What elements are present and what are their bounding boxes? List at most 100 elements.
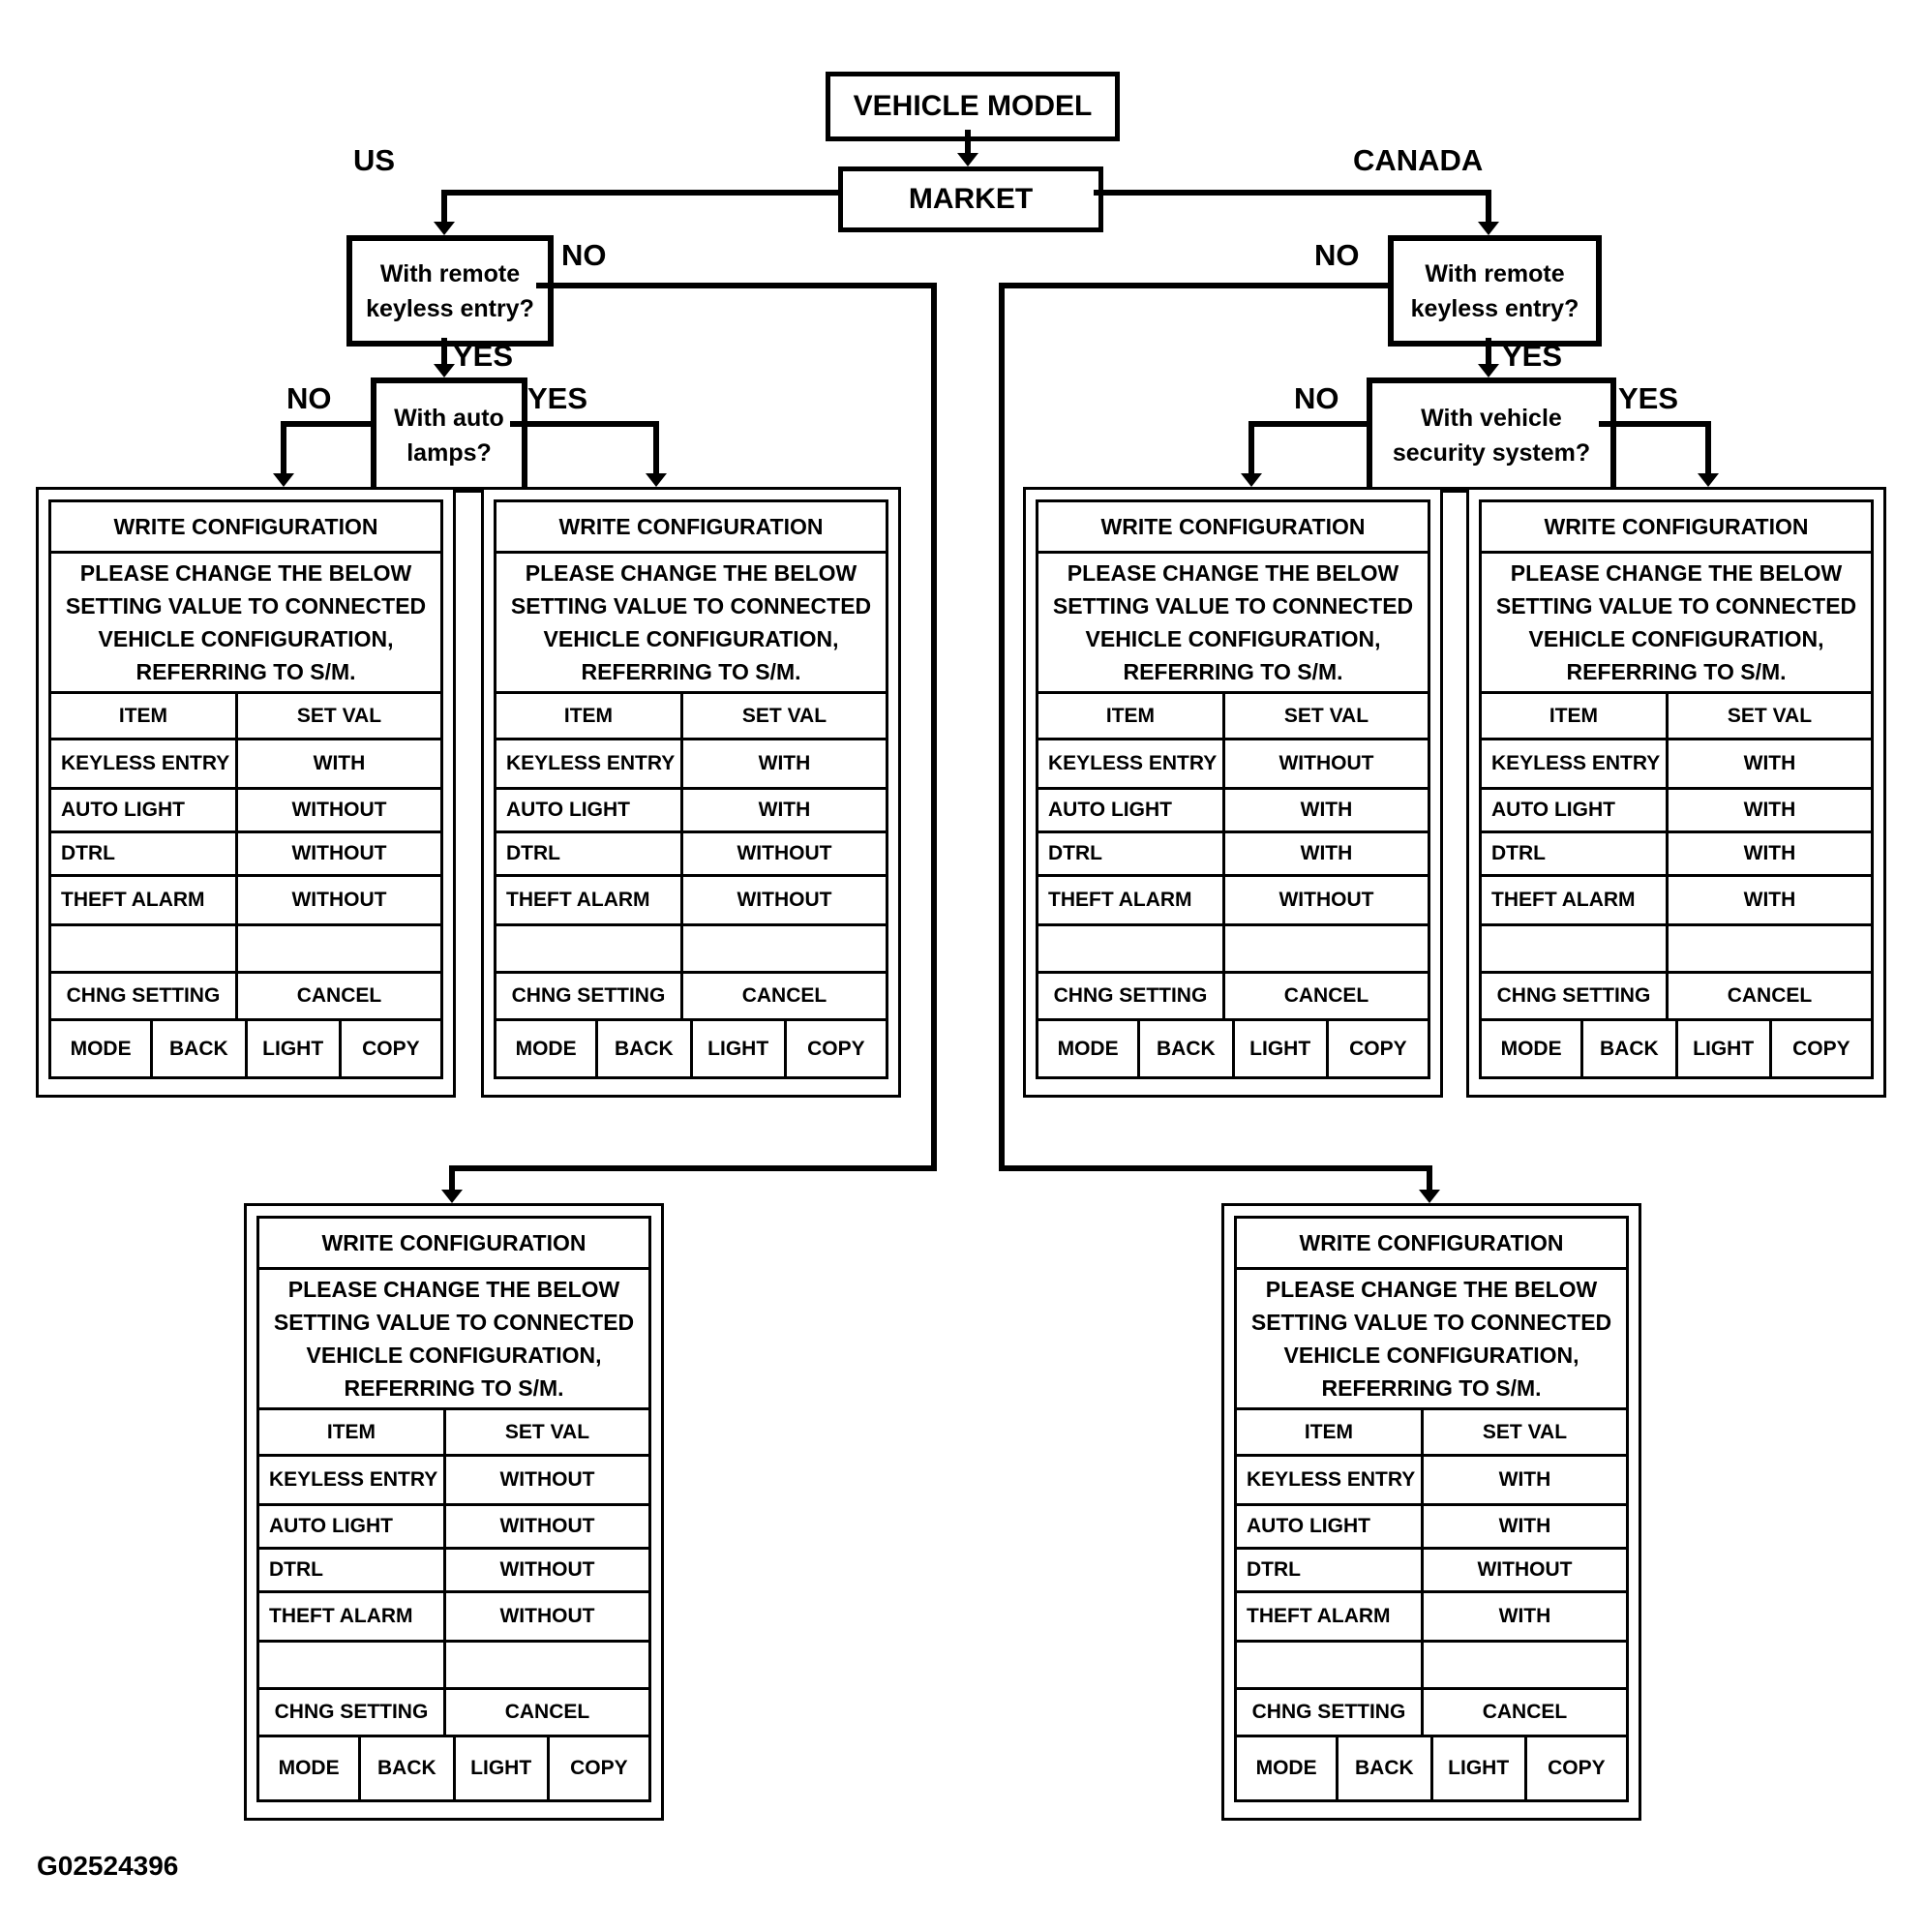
back-button: BACK xyxy=(358,1737,452,1799)
panel-message: PLEASE CHANGE THE BELOW SETTING VALUE TO… xyxy=(259,1267,648,1407)
empty-cell xyxy=(1482,926,1669,971)
message-line: REFERRING TO S/M. xyxy=(1321,1375,1542,1401)
row-actions: CHNG SETTING CANCEL xyxy=(51,971,440,1018)
message-line: REFERRING TO S/M. xyxy=(1123,659,1343,684)
col-setval: SET VAL xyxy=(1727,704,1813,727)
copy-button: COPY xyxy=(1523,1737,1626,1799)
connector-line xyxy=(1248,421,1254,477)
back-button: BACK xyxy=(595,1021,689,1076)
row-actions: CHNG SETTING CANCEL xyxy=(1237,1687,1626,1735)
message-line: SETTING VALUE TO CONNECTED xyxy=(273,1310,635,1335)
col-item: ITEM xyxy=(51,694,238,738)
row-auto-light: AUTO LIGHT WITH xyxy=(1038,787,1428,830)
empty-cell xyxy=(259,1643,446,1687)
message-line: VEHICLE CONFIGURATION, xyxy=(306,1343,602,1368)
item-label: THEFT ALARM xyxy=(51,877,238,923)
message-line: PLEASE CHANGE THE BELOW xyxy=(1067,560,1399,586)
copy-button: COPY xyxy=(1768,1021,1871,1076)
empty-cell xyxy=(496,926,683,971)
item-label: AUTO LIGHT xyxy=(496,790,683,830)
message-line: PLEASE CHANGE THE BELOW xyxy=(79,560,412,586)
branch-label-no: NO xyxy=(1294,381,1339,415)
light-button: LIGHT xyxy=(1429,1737,1524,1799)
chng-setting-button: CHNG SETTING xyxy=(1482,974,1669,1018)
item-value: WITHOUT xyxy=(1477,1558,1573,1581)
row-dtrl: DTRL WITH xyxy=(1482,830,1871,874)
column-header-row: ITEM SET VAL xyxy=(1237,1407,1626,1454)
col-item: ITEM xyxy=(1237,1410,1424,1454)
col-item: ITEM xyxy=(1482,694,1669,738)
row-empty xyxy=(1237,1640,1626,1687)
item-value: WITHOUT xyxy=(1278,752,1374,774)
item-label: DTRL xyxy=(1038,833,1225,874)
item-value: WITH xyxy=(1743,889,1796,911)
item-value: WITH xyxy=(1743,799,1796,821)
row-dtrl: DTRL WITHOUT xyxy=(51,830,440,874)
row-auto-light: AUTO LIGHT WITH xyxy=(1237,1503,1626,1547)
arrow-head xyxy=(1478,222,1499,235)
mode-button: MODE xyxy=(515,1037,577,1060)
back-button: BACK xyxy=(1137,1021,1231,1076)
branch-label-no: NO xyxy=(1314,238,1360,272)
item-label: AUTO LIGHT xyxy=(1038,790,1225,830)
node-vehicle-model: VEHICLE MODEL xyxy=(826,72,1120,141)
message-line: SETTING VALUE TO CONNECTED xyxy=(510,593,872,619)
write-configuration-panel: WRITE CONFIGURATION PLEASE CHANGE THE BE… xyxy=(1466,487,1886,1098)
col-item: ITEM xyxy=(1038,694,1225,738)
item-label: KEYLESS ENTRY xyxy=(259,1457,446,1503)
row-auto-light: AUTO LIGHT WITH xyxy=(1482,787,1871,830)
branch-label-us: US xyxy=(353,143,396,177)
connector-line xyxy=(510,421,659,427)
mode-button: MODE xyxy=(278,1757,340,1779)
softkey-row: MODE BACK LIGHT COPY xyxy=(496,1018,886,1076)
softkey-row: MODE BACK LIGHT COPY xyxy=(51,1018,440,1076)
softkey-row: MODE BACK LIGHT COPY xyxy=(1038,1018,1428,1076)
message-line: VEHICLE CONFIGURATION, xyxy=(1085,626,1381,651)
item-label: KEYLESS ENTRY xyxy=(1038,740,1225,787)
item-label: KEYLESS ENTRY xyxy=(1237,1457,1424,1503)
message-line: SETTING VALUE TO CONNECTED xyxy=(65,593,427,619)
message-line: PLEASE CHANGE THE BELOW xyxy=(1265,1277,1598,1302)
row-actions: CHNG SETTING CANCEL xyxy=(1482,971,1871,1018)
copy-button: COPY xyxy=(546,1737,648,1799)
branch-label-no: NO xyxy=(561,238,607,272)
item-label: KEYLESS ENTRY xyxy=(1482,740,1669,787)
row-theft-alarm: THEFT ALARM WITH xyxy=(1482,874,1871,923)
row-dtrl: DTRL WITHOUT xyxy=(1237,1547,1626,1590)
item-label: THEFT ALARM xyxy=(1237,1593,1424,1640)
connector-line xyxy=(1427,1165,1432,1192)
row-theft-alarm: THEFT ALARM WITHOUT xyxy=(496,874,886,923)
copy-button: COPY xyxy=(783,1021,886,1076)
panel-message: PLEASE CHANGE THE BELOW SETTING VALUE TO… xyxy=(51,551,440,691)
col-setval: SET VAL xyxy=(741,704,827,727)
row-theft-alarm: THEFT ALARM WITH xyxy=(1237,1590,1626,1640)
mode-button: MODE xyxy=(1057,1037,1119,1060)
back-button: BACK xyxy=(150,1021,244,1076)
row-auto-light: AUTO LIGHT WITHOUT xyxy=(259,1503,648,1547)
message-line: REFERRING TO S/M. xyxy=(581,659,801,684)
connector-line xyxy=(1486,338,1491,368)
decision-text-line: lamps? xyxy=(406,438,492,467)
column-header-row: ITEM SET VAL xyxy=(1038,691,1428,738)
item-label: AUTO LIGHT xyxy=(1237,1506,1424,1547)
light-button: LIGHT xyxy=(452,1737,547,1799)
connector-line xyxy=(449,1165,455,1192)
connector-line xyxy=(441,338,447,368)
connector-line xyxy=(441,190,838,196)
connector-line xyxy=(536,283,937,288)
decision-vehicle-security: With vehicle security system? xyxy=(1367,377,1616,493)
decision-keyless-entry-us: With remote keyless entry? xyxy=(346,235,554,347)
write-configuration-panel: WRITE CONFIGURATION PLEASE CHANGE THE BE… xyxy=(244,1203,664,1821)
light-button: LIGHT xyxy=(689,1021,784,1076)
chng-setting-button: CHNG SETTING xyxy=(1038,974,1225,1018)
cancel-button: CANCEL xyxy=(296,984,382,1007)
column-header-row: ITEM SET VAL xyxy=(259,1407,648,1454)
write-configuration-panel: WRITE CONFIGURATION PLEASE CHANGE THE BE… xyxy=(1221,1203,1641,1821)
cancel-button: CANCEL xyxy=(1482,1701,1568,1723)
item-value: WITHOUT xyxy=(291,889,387,911)
row-empty xyxy=(51,923,440,971)
decision-auto-lamps: With auto lamps? xyxy=(371,377,527,493)
empty-cell xyxy=(1237,1643,1424,1687)
connector-line xyxy=(1486,190,1491,226)
write-configuration-panel: WRITE CONFIGURATION PLEASE CHANGE THE BE… xyxy=(481,487,901,1098)
